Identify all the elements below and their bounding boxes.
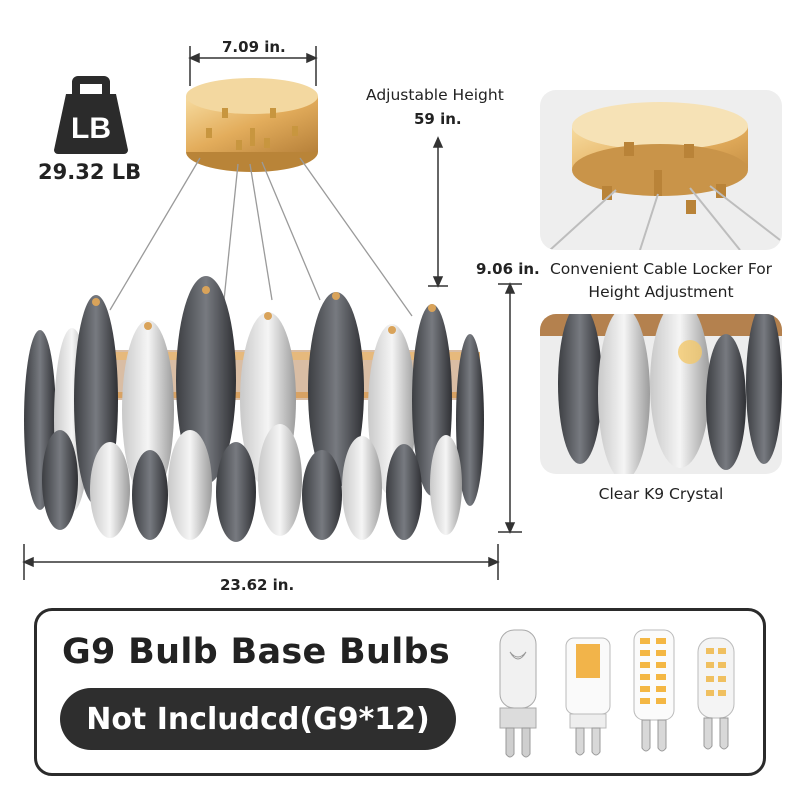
smd-led-bulb-icon <box>633 629 675 752</box>
bulb-title: G9 Bulb Base Bulbs <box>62 632 451 672</box>
cob-led-bulb-icon <box>565 637 611 756</box>
k9-crystal-caption: Clear K9 Crystal <box>598 485 724 503</box>
body-height-dimension-line <box>498 282 522 534</box>
cable-locker-caption: Convenient Cable Locker For Height Adjus… <box>549 260 773 301</box>
bulbs-not-included-text: Not Includcd(G9*12) <box>86 701 430 737</box>
k9-crystal-detail-image <box>540 314 782 474</box>
g9-bulbs-illustration <box>499 629 735 758</box>
chandelier-illustration <box>22 46 522 580</box>
crystal-front-row <box>42 424 462 542</box>
bulb-info-box <box>34 608 766 776</box>
adjustable-height-dimension-line <box>428 136 448 288</box>
top-width-label: 7.09 in. <box>222 38 286 56</box>
halogen-bulb-icon <box>499 629 537 758</box>
cable-locker-detail-image <box>540 90 782 250</box>
adjustable-height-label: Adjustable Height <box>366 86 504 104</box>
gold-canopy <box>186 78 318 172</box>
weight-badge-text: LB <box>71 112 111 145</box>
suspension-cables <box>109 157 413 317</box>
weight-value: 29.32 LB <box>38 160 142 184</box>
adjustable-height-value: 59 in. <box>414 110 462 128</box>
body-height-label: 9.06 in. <box>476 260 540 278</box>
body-width-label: 23.62 in. <box>220 576 295 594</box>
bulbs-not-included-badge: Not Includcd(G9*12) <box>60 688 456 750</box>
clear-led-bulb-icon <box>697 637 735 750</box>
weight-icon: LB <box>50 72 132 154</box>
body-width-dimension-line <box>22 544 500 580</box>
top-width-dimension-line <box>188 46 318 86</box>
